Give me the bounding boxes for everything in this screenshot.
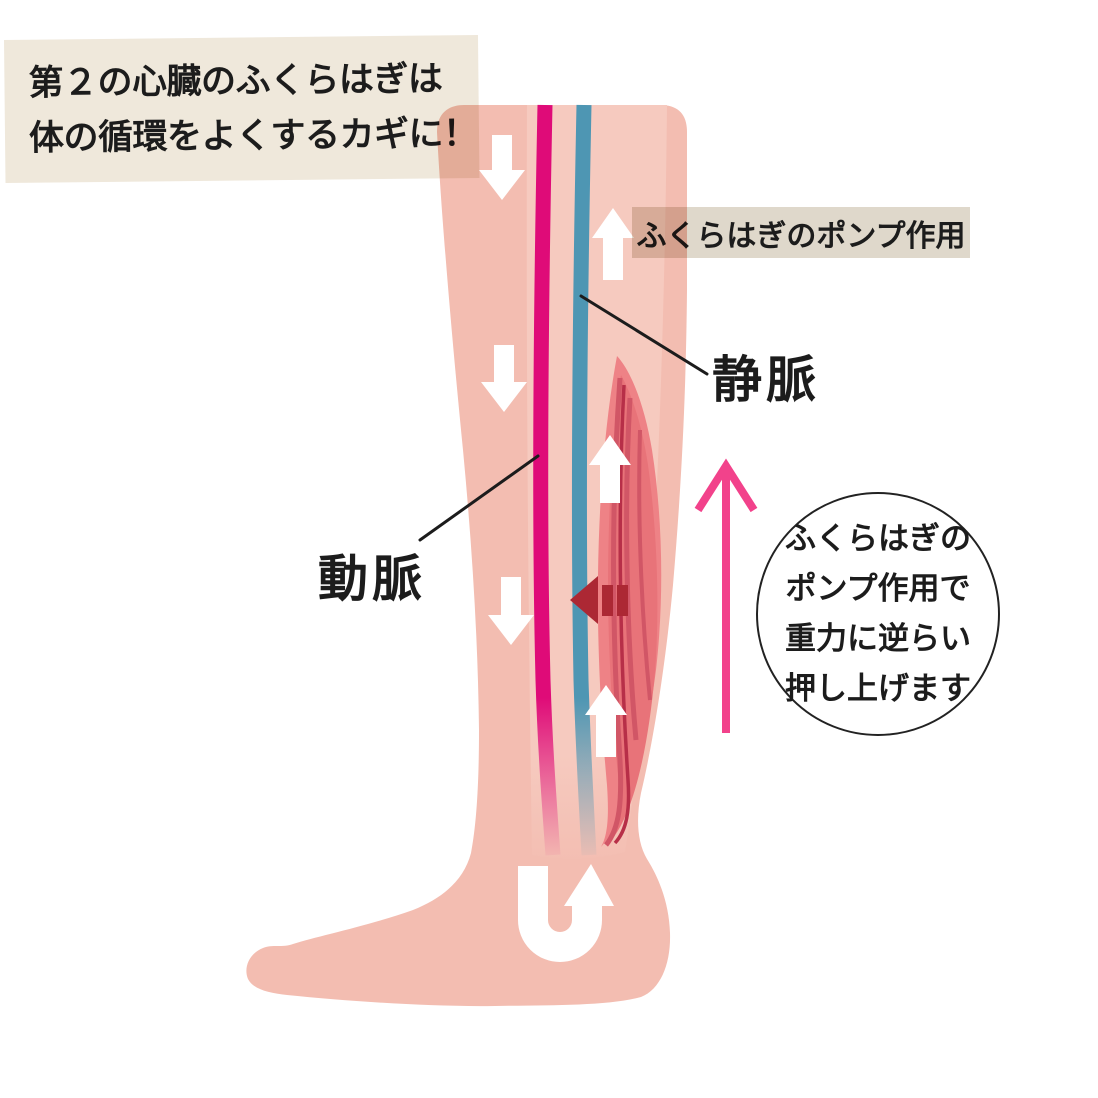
muscle-squeeze-left-arrow bbox=[570, 576, 628, 624]
title-box: 第２の心臓のふくらはぎは 体の循環をよくするカギに！ bbox=[4, 35, 480, 183]
artery-line bbox=[533, 104, 561, 856]
artery-flow-down-arrow bbox=[488, 577, 534, 645]
title-line-1: 第２の心臓のふくらはぎは bbox=[28, 59, 443, 103]
note-line-1: ふくらはぎの bbox=[785, 520, 971, 556]
title-line-2: 体の循環をよくするカギに！ bbox=[28, 113, 478, 158]
note-line-3: 重力に逆らい bbox=[785, 621, 971, 656]
muscle-streak bbox=[624, 397, 639, 741]
artery-flow-down-arrow bbox=[479, 135, 525, 200]
pump-action-label: ふくらはぎのポンプ作用 bbox=[632, 207, 970, 258]
artery-label: 動脈 bbox=[318, 551, 426, 607]
vein-flow-up-arrow bbox=[589, 435, 631, 503]
foot-u-turn-arrow bbox=[518, 864, 614, 962]
vein-flow-up-arrow bbox=[592, 208, 634, 280]
note-line-4: 押し上げます bbox=[785, 671, 971, 707]
pump-note-circle: ふくらはぎの ポンプ作用で 重力に逆らい 押し上げます bbox=[756, 492, 1000, 736]
gravity-up-arrow bbox=[694, 458, 758, 733]
artery-flow-down-arrow bbox=[481, 345, 527, 412]
vein-flow-up-arrow bbox=[585, 685, 627, 757]
muscle-streak bbox=[637, 429, 652, 701]
artery-leader-line bbox=[418, 454, 540, 542]
vein-leader-line bbox=[579, 294, 709, 376]
muscle-streak-deep bbox=[613, 384, 631, 845]
vein-label: 静脈 bbox=[712, 352, 820, 408]
note-line-2: ポンプ作用で bbox=[785, 570, 971, 606]
